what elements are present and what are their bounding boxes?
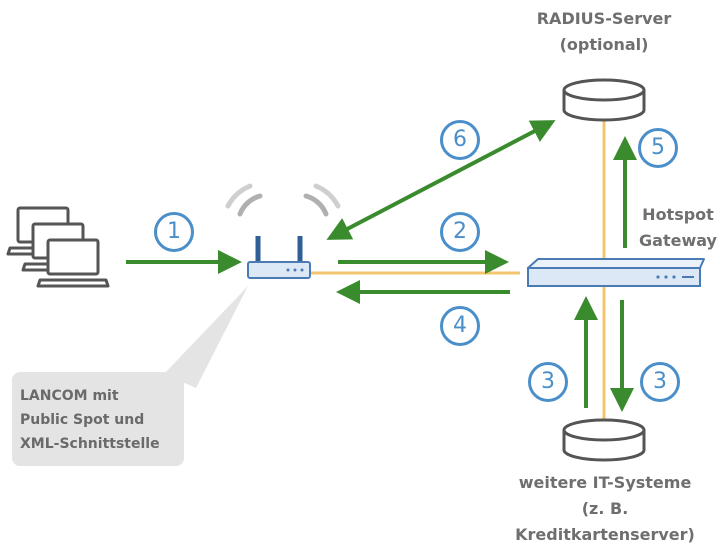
callout-text: LANCOM mit Public Spot und XML-Schnittst… <box>20 384 190 456</box>
step-4-badge: 4 <box>440 306 480 346</box>
it-systems-line-1: weitere IT-Systeme <box>518 473 692 492</box>
callout-line-3: XML-Schnittstelle <box>20 436 160 452</box>
step-2-badge: 2 <box>440 212 480 252</box>
wireless-router-icon <box>225 183 341 279</box>
hotspot-line-2: Gateway <box>639 231 717 250</box>
it-systems-label: weitere IT-Systeme (z. B. Kreditkartense… <box>494 470 716 548</box>
step-5-badge: 5 <box>638 128 678 168</box>
hotspot-gateway-label: Hotspot Gateway <box>636 202 720 254</box>
radius-title: RADIUS-Server <box>536 9 672 28</box>
radius-server-icon <box>562 78 646 122</box>
laptop-stack-icon <box>6 206 110 288</box>
step-3-badge-left: 3 <box>528 362 568 402</box>
callout-line-1: LANCOM mit <box>20 388 119 404</box>
it-systems-icon <box>562 418 646 462</box>
it-systems-line-2: (z. B. Kreditkartenserver) <box>515 499 695 544</box>
hotspot-line-1: Hotspot <box>642 205 714 224</box>
callout-line-2: Public Spot und <box>20 412 145 428</box>
radius-subtitle: (optional) <box>559 35 649 54</box>
radius-label: RADIUS-Server (optional) <box>520 6 688 58</box>
callout-box <box>12 372 184 466</box>
network-diagram <box>6 78 705 462</box>
step-6-badge: 6 <box>440 120 480 160</box>
hotspot-gateway-icon <box>527 258 705 287</box>
callout-pointer <box>164 286 248 388</box>
step-1-badge: 1 <box>154 212 194 252</box>
step-3-badge-right: 3 <box>640 362 680 402</box>
arrow-step-6 <box>326 120 556 240</box>
